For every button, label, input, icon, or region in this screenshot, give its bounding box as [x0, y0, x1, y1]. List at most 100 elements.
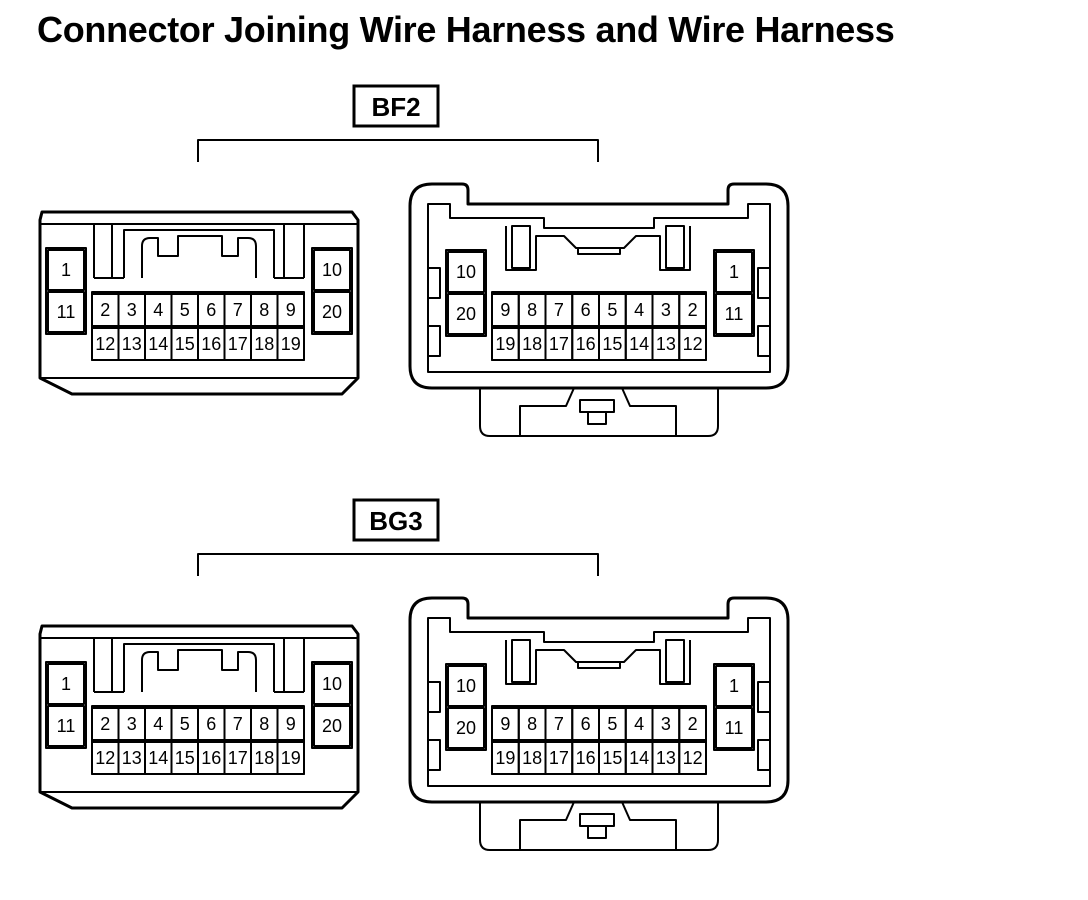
connector-bf2-female-pin: 5	[180, 300, 190, 320]
connector-bf2-male-pin: 12	[683, 334, 703, 354]
connector-bg3-male-pin: 4	[634, 714, 644, 734]
connector-bg3-male-pin-box	[447, 707, 485, 749]
connector-bf2-male-pin-box	[447, 251, 485, 293]
connector-bg3-male-guide-right	[665, 639, 685, 683]
connector-bf2-male-guide-right	[665, 225, 685, 269]
connector-bf2-female-pin: 16	[201, 334, 221, 354]
connector-bf2-male-pin: 1	[729, 262, 739, 282]
connector-bf2-male-lock	[479, 387, 719, 437]
connector-bg3-male-pin: 2	[688, 714, 698, 734]
connector-bg3-male-pin-box	[715, 665, 753, 707]
connector-bg3-female-body	[38, 624, 360, 810]
connector-bg3-female-pin: 6	[206, 714, 216, 734]
connector-bg3-male-pin: 10	[456, 676, 476, 696]
connector-bf2-female-pin: 7	[233, 300, 243, 320]
connector-bf2-male-pin: 20	[456, 304, 476, 324]
connector-bf2-female-pin-box	[313, 291, 351, 333]
connector-bf2-female-pin-box	[47, 291, 85, 333]
connector-bg3-male-pin: 9	[500, 714, 510, 734]
connector-bf2-female-pin: 4	[153, 300, 163, 320]
connector-bg3-male-pin: 17	[549, 748, 569, 768]
connector-bg3-male-left-cavity	[445, 663, 487, 751]
connector-bf2-female-pin-box	[47, 249, 85, 291]
connector-bg3-female-pin-box	[47, 705, 85, 747]
connector-bf2-male-pin: 13	[656, 334, 676, 354]
connector-bf2-male-pin: 14	[629, 334, 649, 354]
connector-bf2-male-pin: 11	[725, 304, 744, 324]
connector-bg3-female-pin: 10	[322, 674, 342, 694]
connector-bf2-male-pin: 16	[576, 334, 596, 354]
connector-bf2-female-pin-box	[313, 249, 351, 291]
connector-bf2-male-side-slot	[757, 325, 771, 357]
connector-bf2-male-key	[505, 226, 691, 271]
connector-bg3-female-pin-box	[47, 663, 85, 705]
connector-bg3-female-pin: 4	[153, 714, 163, 734]
connector-bg3-male-pin-box	[678, 741, 707, 775]
connector-bf2-label-box	[352, 84, 440, 128]
connector-bf2-male-pin: 17	[549, 334, 569, 354]
connector-bg3-bracket	[197, 553, 599, 576]
connector-bg3-male-pin: 11	[725, 718, 744, 738]
connector-bg3-male-pin-box	[715, 707, 753, 749]
connector-bf2-female-pin: 14	[148, 334, 168, 354]
connector-bf2-male-pin: 4	[634, 300, 644, 320]
connector-bf2-female-pin: 18	[254, 334, 274, 354]
connector-bf2-male-pin: 3	[661, 300, 671, 320]
connector-bg3-female-pin: 14	[148, 748, 168, 768]
connector-bg3-male-inner	[427, 617, 771, 787]
connector-bg3-female-pin-box	[276, 741, 305, 775]
connector-bf2-female-latch	[93, 223, 305, 279]
connector-bf2-female-pin-box	[276, 327, 305, 361]
connector-group-bf2: BF21111020212313414515616717818919102011…	[38, 84, 790, 437]
connector-bf2-male-pin: 7	[554, 300, 564, 320]
connector-bg3-male-pin: 1	[729, 676, 739, 696]
connector-bf2-male-side-slot	[757, 267, 771, 299]
connector-bg3-male-pin: 7	[554, 714, 564, 734]
connector-bg3-male-side-slot	[757, 681, 771, 713]
connector-bg3-female-pin: 15	[175, 748, 195, 768]
connector-bg3-male-pin: 20	[456, 718, 476, 738]
connector-bf2-male-pin-box	[715, 293, 753, 335]
connector-bf2-male-pin: 6	[581, 300, 591, 320]
connector-bf2-bracket	[197, 139, 599, 162]
connector-bg3-label-box	[352, 498, 440, 542]
connector-bf2-female-pin: 10	[322, 260, 342, 280]
connector-bf2-female-body	[38, 210, 360, 396]
connector-bg3-female-pin: 13	[122, 748, 142, 768]
connector-bg3-male-pin: 16	[576, 748, 596, 768]
connector-bf2-female-pin: 8	[259, 300, 269, 320]
connector-bf2-female-right-cavity	[311, 247, 353, 335]
connector-bg3-female-pin: 5	[180, 714, 190, 734]
connector-bf2-female-pin: 11	[57, 302, 76, 322]
connector-bf2-label: BF2	[371, 92, 420, 122]
connector-bg3-female-pin: 12	[95, 748, 115, 768]
connector-bg3-male-pin: 8	[527, 714, 537, 734]
connector-bg3-female-pin: 19	[281, 748, 301, 768]
connector-bg3-female-pin: 16	[201, 748, 221, 768]
connector-bf2-female-pin: 3	[127, 300, 137, 320]
connector-bg3-male-pin: 5	[607, 714, 617, 734]
connector-bg3-male-pin: 19	[495, 748, 515, 768]
connector-bg3-female-pin: 17	[228, 748, 248, 768]
connector-bf2-male-pin: 5	[607, 300, 617, 320]
connector-bf2-female-pin: 6	[206, 300, 216, 320]
connector-bg3-male-pin: 6	[581, 714, 591, 734]
connector-bg3-female-latch	[93, 637, 305, 693]
connector-bg3-female-right-cavity	[311, 661, 353, 749]
connector-bg3-male-guide-left	[511, 639, 531, 683]
connector-bg3-female-pin: 3	[127, 714, 137, 734]
connector-bf2-female-pin: 1	[61, 260, 71, 280]
connector-bg3-male-pin: 3	[661, 714, 671, 734]
connector-bf2-male-pin: 18	[522, 334, 542, 354]
connector-bf2-male-guide-left	[511, 225, 531, 269]
connector-bg3-female-pin-box	[313, 705, 351, 747]
connector-bg3-male-pin: 15	[602, 748, 622, 768]
connector-bg3-female-pin: 8	[259, 714, 269, 734]
connector-bf2-female-pin: 13	[122, 334, 142, 354]
connector-bf2-female-pin: 17	[228, 334, 248, 354]
connector-bg3-male-pin-box	[447, 665, 485, 707]
connector-bg3-female-pin: 11	[57, 716, 76, 736]
connector-bg3-male-pin: 13	[656, 748, 676, 768]
connector-bf2-female-pin: 19	[281, 334, 301, 354]
